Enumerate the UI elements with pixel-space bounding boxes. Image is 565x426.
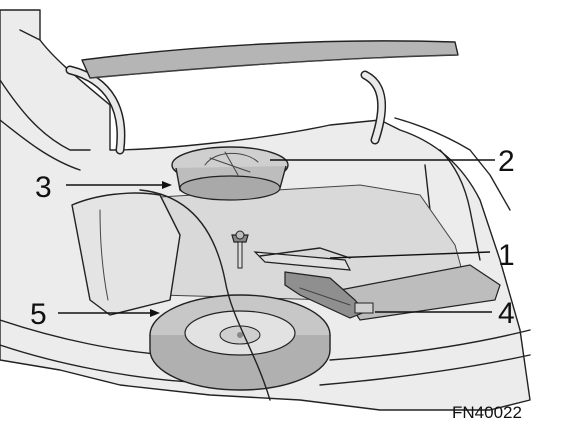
wheel-bolt: [231, 230, 249, 269]
figure-id: FN40022: [452, 403, 522, 422]
jack: [284, 271, 374, 319]
trunk-lid-panel: [81, 40, 459, 79]
callout-1: 1: [498, 239, 515, 272]
spare-tire: [149, 294, 331, 391]
callout-4: 4: [498, 297, 515, 330]
callout-leaders: [58, 159, 495, 317]
callout-3: 3: [35, 171, 52, 204]
tool-tray: [171, 146, 289, 201]
callout-2: 2: [498, 145, 515, 178]
jack-handle: [253, 247, 352, 271]
trunk-hinge-arms: [65, 65, 387, 155]
callout-5: 5: [30, 298, 47, 331]
side-carpet-flap: [71, 192, 181, 316]
